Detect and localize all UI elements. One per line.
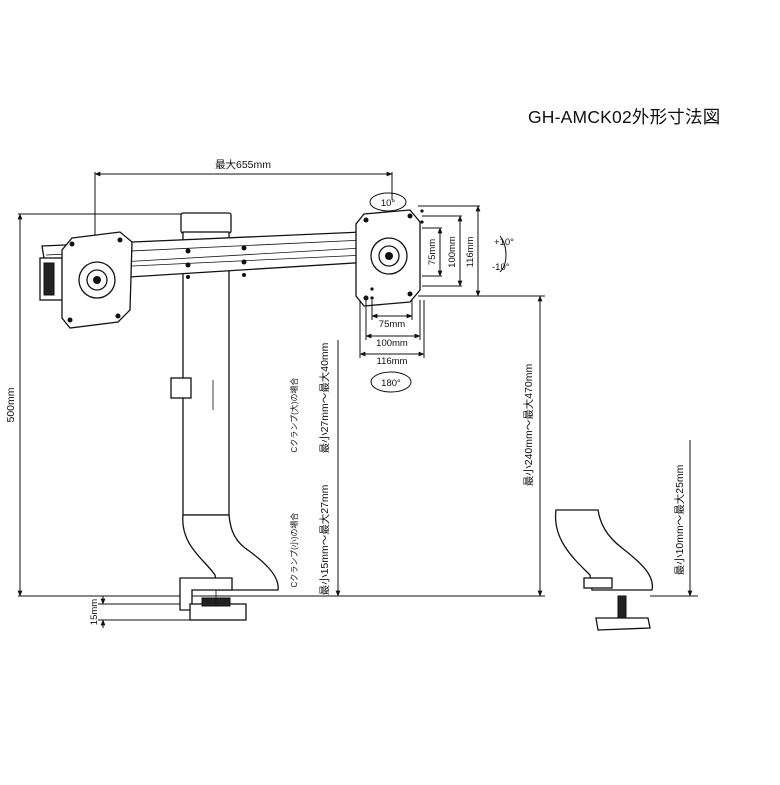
clamp-range-dimensions: Cクランプ(大)の場合 最小27mm～最大40mm Cクランプ(小)の場合 最小… [289, 340, 341, 597]
clamp-large-range: 最小27mm～最大40mm [318, 342, 331, 453]
tilt-indicator: +10° -10° [492, 235, 514, 273]
base-gap-dimension: 15mm [89, 596, 190, 628]
vesa-116-v-label: 116mm [465, 236, 476, 267]
vesa-horizontal-dimensions: 75mm 100mm 116mm [359, 300, 425, 367]
tilt-up-label: +10° [494, 237, 514, 248]
max-width-label: 最大655mm [215, 158, 271, 171]
left-vesa-plate [61, 231, 133, 329]
vesa-75-v-label: 75mm [427, 239, 438, 265]
drawing-title: GH-AMCK02外形寸法図 [528, 107, 721, 127]
max-width-dimension: 最大655mm [94, 158, 393, 240]
rotate-10-indicator: 10° [369, 192, 407, 212]
rotate-180-label: 180° [381, 378, 401, 389]
clamp-small-range: 最小15mm～最大27mm [318, 484, 331, 595]
mount-height-dimension: 最小240mm～最大470mm [340, 295, 545, 597]
grommet-detail: 最小10mm～最大25mm [554, 440, 698, 631]
vesa-100-h-label: 100mm [376, 338, 408, 349]
rotate-180-indicator: 180° [370, 371, 412, 393]
height-500-label: 500mm [5, 387, 17, 422]
grommet-range-label: 最小10mm～最大25mm [673, 464, 686, 575]
vesa-100-v-label: 100mm [447, 236, 458, 268]
height-500-dimension: 500mm [5, 213, 340, 597]
tilt-down-label: -10° [492, 262, 510, 273]
rotate-10-label: 10° [381, 198, 396, 209]
right-vesa-plate [355, 209, 424, 307]
clamp-small-caption: Cクランプ(小)の場合 [289, 513, 299, 588]
vesa-116-h-label: 116mm [377, 356, 408, 367]
pole [170, 212, 279, 621]
clamp-large-caption: Cクランプ(大)の場合 [289, 378, 299, 453]
mount-height-label: 最小240mm～最大470mm [522, 363, 535, 486]
vesa-vertical-dimensions: 75mm 100mm 116mm [418, 205, 481, 297]
vesa-75-h-label: 75mm [379, 319, 405, 330]
base-gap-label: 15mm [89, 599, 100, 625]
